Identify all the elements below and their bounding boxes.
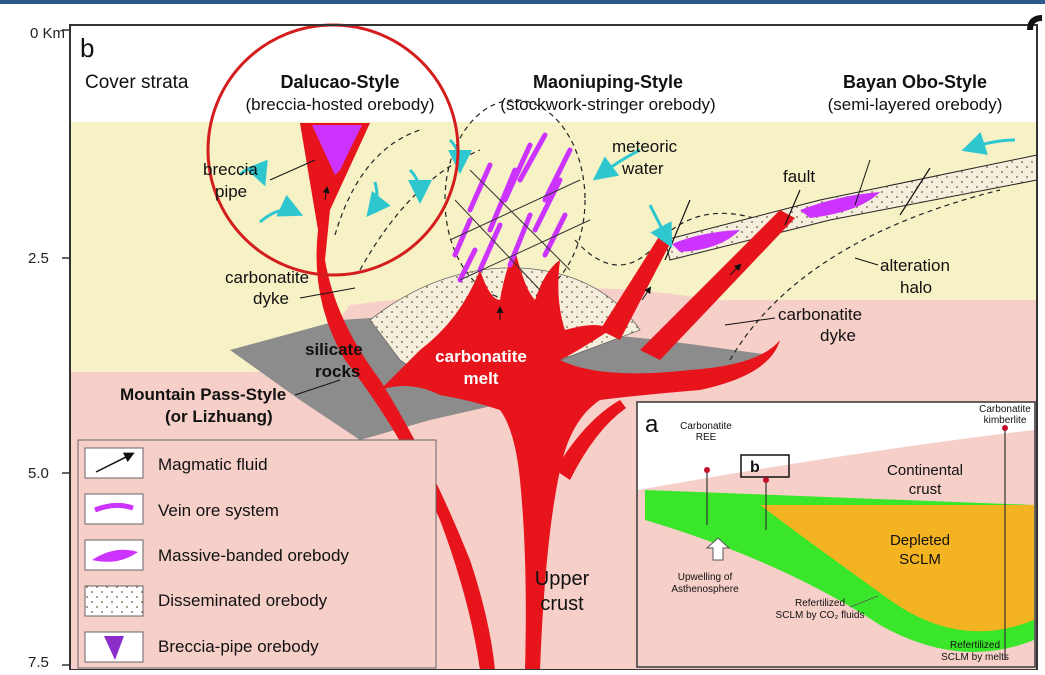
upper-crust-line1: Upper [535,568,590,590]
carbonatite-melt-line2: melt [464,369,499,388]
top-border [0,0,1045,4]
inset-letter-a: a [645,411,659,438]
bayan-title: Bayan Obo-Style [843,72,987,92]
inset-node-1 [704,467,710,473]
carbonatite-dyke-right-line1: carbonatite [778,305,862,324]
carbonatite-dyke-left-line1: carbonatite [225,268,309,287]
bayan-subtitle: (semi-layered orebody) [828,95,1003,114]
carbonatite-dyke-left-line2: dyke [253,289,289,308]
inset-node-2 [763,477,769,483]
dalucao-title: Dalucao-Style [280,72,399,92]
depth-axis: 0 Km 2.5 5.0 7.5 [28,25,70,670]
inset-box-letter-b: b [750,459,760,476]
maoniuping-title: Maoniuping-Style [533,72,683,92]
inset-continental-line2: crust [909,481,942,498]
inset-depleted-line1: Depleted [890,532,950,549]
silicate-rocks-line2: rocks [315,362,360,381]
axis-tick-5-0: 5.0 [28,465,49,482]
inset-upwelling-line1: Upwelling of [678,572,733,583]
meteoric-water-label-line2: water [621,159,664,178]
inset-continental-line1: Continental [887,462,963,479]
legend-label-vein: Vein ore system [158,501,279,520]
legend-label-breccia-pipe: Breccia-pipe orebody [158,637,319,656]
inset-refertilized-co2-line2: SCLM by CO₂ fluids [776,610,865,621]
inset-refertilized-melts-line1: Refertilized [950,640,1000,651]
breccia-pipe-label-line2: pipe [215,182,247,201]
inset-panel-a: a Carbonatite REE Carbonatite kimberlite… [637,402,1035,667]
inset-carbonatite-kimberlite-line2: kimberlite [984,415,1027,426]
alteration-halo-line1: alteration [880,256,950,275]
axis-tick-7-5: 7.5 [28,654,49,670]
inset-carbonatite-ree-line1: Carbonatite [680,421,732,432]
legend-label-magmatic-fluid: Magmatic fluid [158,455,268,474]
meteoric-water-label-line1: meteoric [612,137,678,156]
inset-upwelling-line2: Asthenosphere [671,584,739,595]
axis-tick-2-5: 2.5 [28,250,49,267]
maoniuping-subtitle: (stockwork-stringer orebody) [500,95,715,114]
legend-label-disseminated: Disseminated orebody [158,591,328,610]
inset-carbonatite-ree-line2: REE [696,432,717,443]
carbonatite-melt-line1: carbonatite [435,347,527,366]
legend-label-massive: Massive-banded orebody [158,546,349,565]
inset-node-3 [1002,425,1008,431]
mountain-pass-title: Mountain Pass-Style [120,385,286,404]
axis-tick-0: 0 Km [30,25,65,42]
upper-crust-line2: crust [540,593,584,615]
panel-letter-b: b [80,33,94,63]
legend: Magmatic fluid Vein ore system Massive-b… [78,440,436,668]
cover-strata-label: Cover strata [85,72,189,93]
silicate-rocks-line1: silicate [305,340,363,359]
inset-carbonatite-kimberlite-line1: Carbonatite [979,404,1031,415]
fault-label: fault [783,167,815,186]
legend-swatch-vein [85,494,143,524]
carbonatite-dyke-right-line2: dyke [820,326,856,345]
dalucao-subtitle: (breccia-hosted orebody) [246,95,435,114]
breccia-pipe-label-line1: breccia [203,160,258,179]
inset-refertilized-melts-line2: SCLM by melts [941,652,1009,663]
inset-depleted-line2: SCLM [899,551,941,568]
alteration-halo-line2: halo [900,278,932,297]
mountain-pass-subtitle: (or Lizhuang) [165,407,273,426]
inset-refertilized-co2-line1: Refertilized [795,598,845,609]
legend-dots-icon [85,586,143,616]
